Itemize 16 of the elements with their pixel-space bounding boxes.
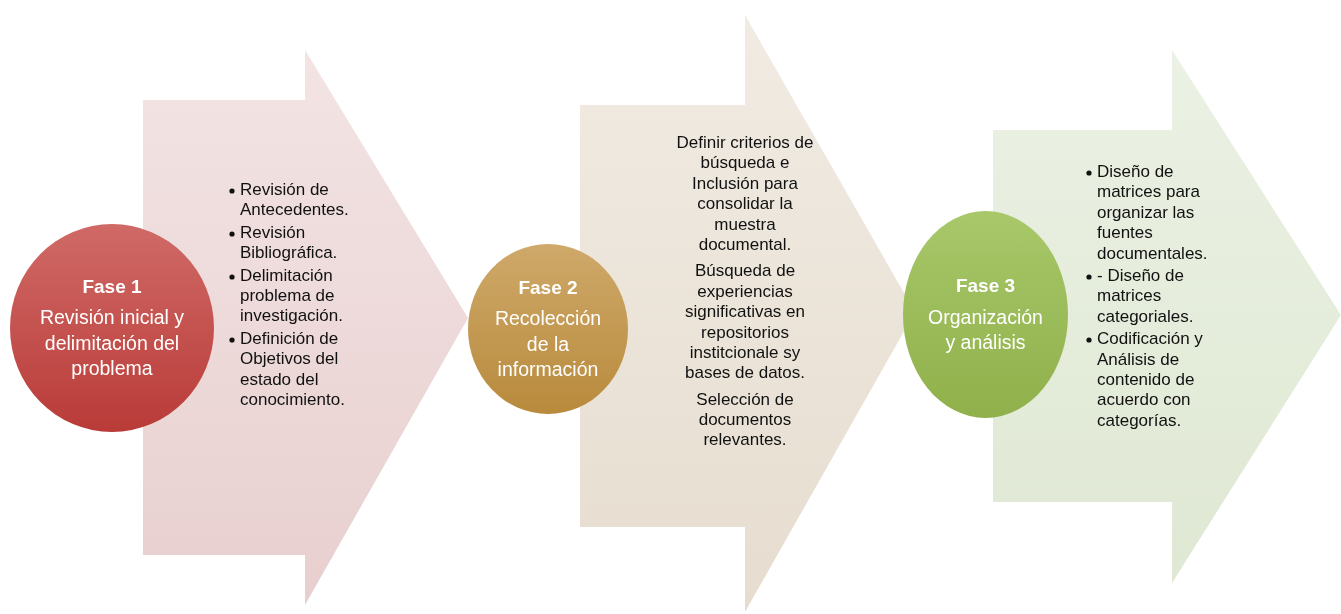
phase-description: Revisión inicial y delimitación del problema [38,305,186,381]
text-paragraph: Definir criterios de búsqueda e Inclusión para consolidar la muestra documental. [676,133,814,254]
bullet-item: Definición de Objetivos del estado del conocimiento. [240,328,345,409]
bullet-item: Revisión Bibliográfica. [240,222,338,263]
phase-title: Fase 2 [518,275,578,300]
phase-description: Organización y análisis [928,304,1043,355]
bullet-item: Diseño de matrices para organizar las fuentes documentales. [1097,162,1208,263]
phase-description: Recolección de la información [494,306,602,382]
bullet-item: Delimitación problema de investigación. [240,265,343,326]
phase-title: Fase 1 [82,274,142,299]
text-paragraph: Selección de documentos relevantes. [696,389,794,450]
bullet-item: - Diseño de matrices categoriales. [1097,265,1194,326]
text-paragraph: Búsqueda de experiencias significativas en repositorios institcionale sy bases de datos. [685,261,805,383]
bullet-item: Codificación y Análisis de contenido de acuerdo con categorías. [1097,329,1203,430]
phase-title: Fase 3 [955,273,1016,298]
bullet-item: Revisión de Antecedentes. [240,180,349,220]
